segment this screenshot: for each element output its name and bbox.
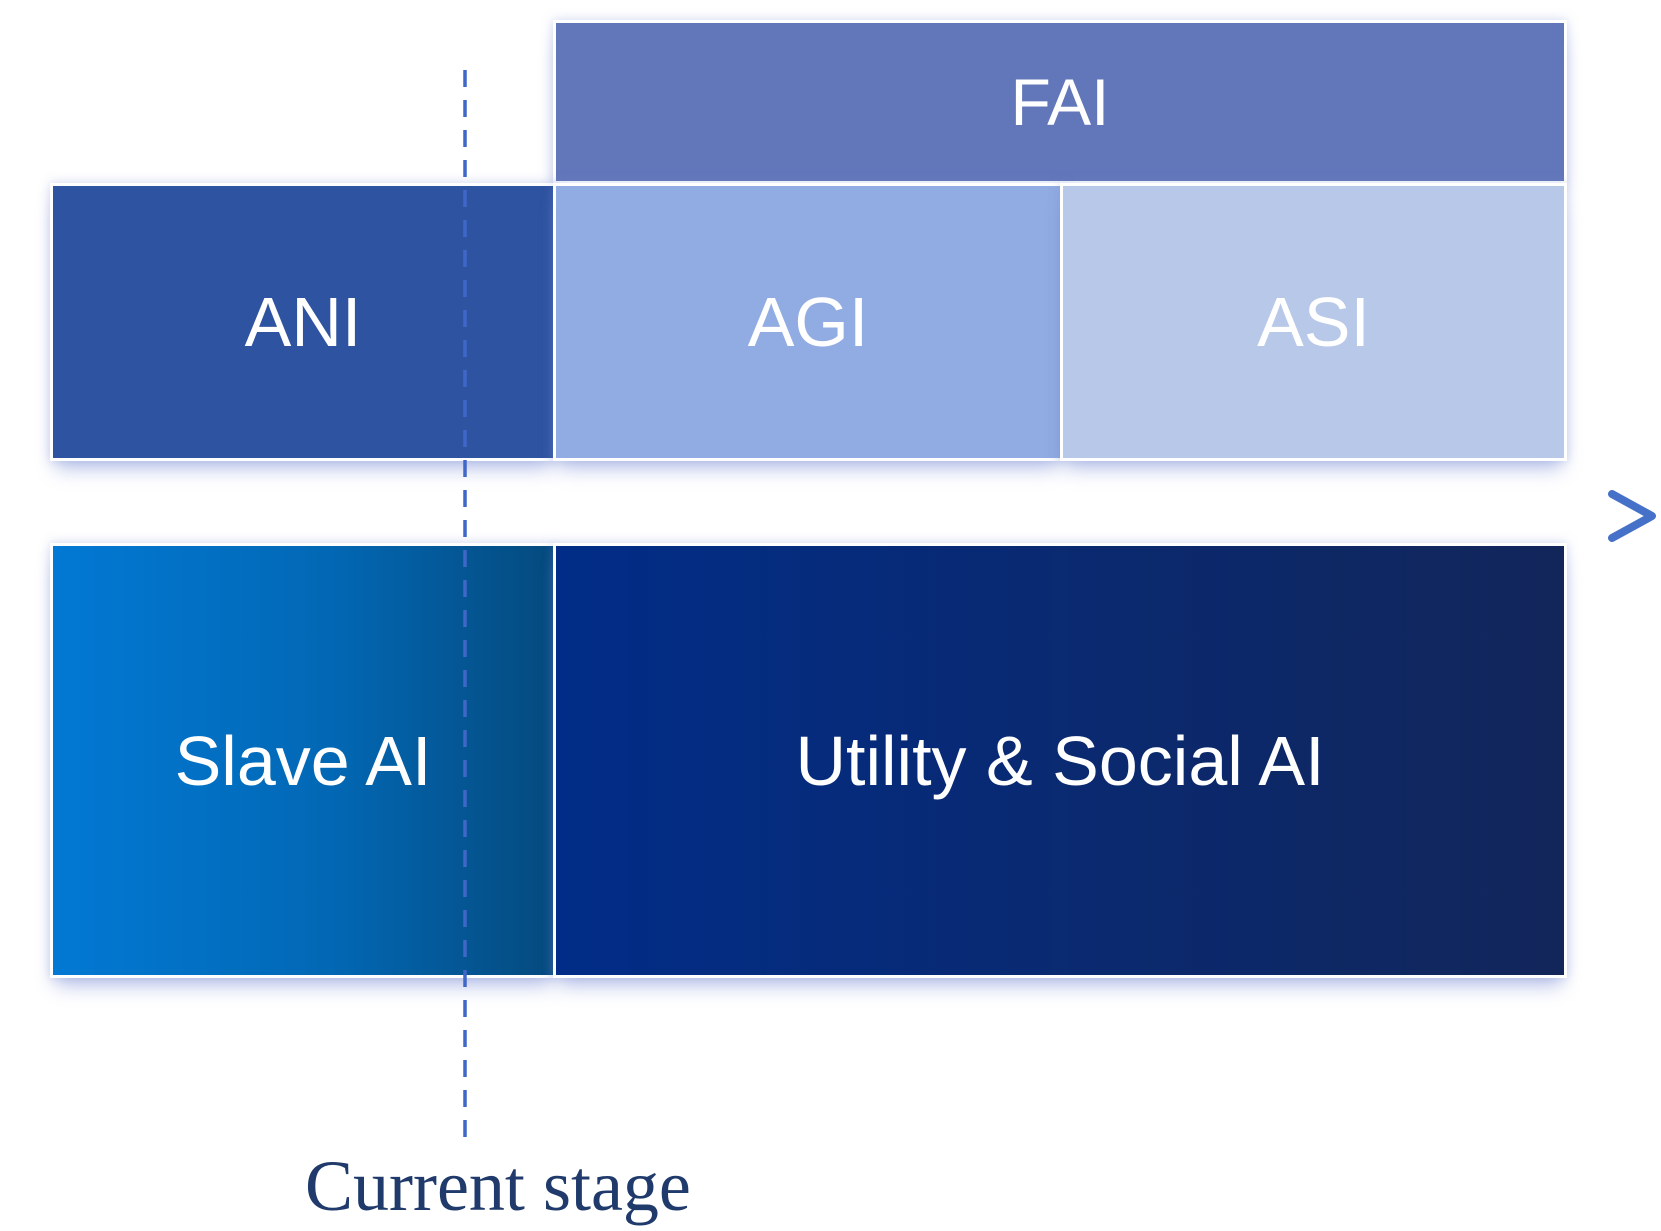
- current-stage-label: Current stage: [305, 1146, 691, 1226]
- timeline-arrow: [0, 490, 1656, 542]
- agi-box: AGI: [553, 183, 1063, 461]
- utility-social-ai-label: Utility & Social AI: [795, 721, 1325, 800]
- asi-label: ASI: [1257, 283, 1370, 361]
- current-stage-line: [463, 70, 467, 1140]
- asi-box: ASI: [1060, 183, 1567, 461]
- slave-ai-label: Slave AI: [174, 721, 432, 800]
- timeline-arrowhead-icon: [1608, 490, 1656, 542]
- utility-social-ai-box: Utility & Social AI: [553, 543, 1567, 978]
- slave-ai-box: Slave AI: [50, 543, 556, 978]
- fai-box: FAI: [553, 20, 1567, 184]
- ani-box: ANI: [50, 183, 556, 461]
- fai-label: FAI: [1010, 65, 1110, 139]
- agi-label: AGI: [747, 283, 869, 361]
- ani-label: ANI: [244, 283, 362, 361]
